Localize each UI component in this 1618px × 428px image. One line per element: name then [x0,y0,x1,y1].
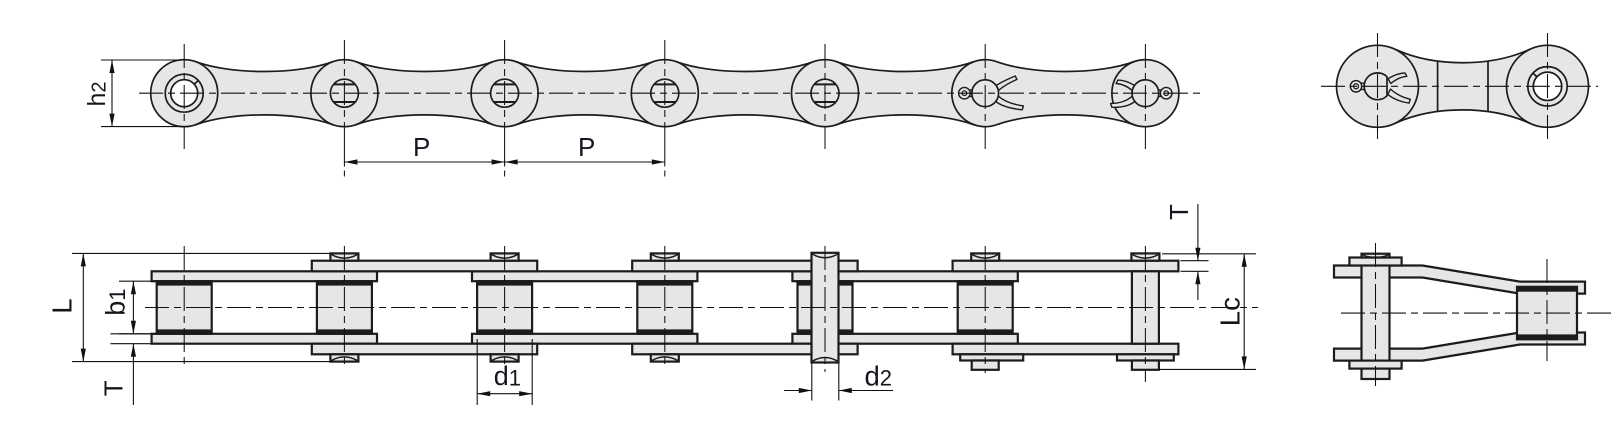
svg-text:b1: b1 [101,289,131,316]
svg-text:T: T [98,380,128,396]
svg-text:T: T [1164,204,1194,220]
svg-text:L: L [46,299,77,314]
svg-text:Lc: Lc [1215,297,1246,326]
svg-text:h2: h2 [83,81,111,106]
svg-text:P: P [413,132,430,162]
svg-text:d2: d2 [865,360,893,391]
svg-text:P: P [578,132,595,162]
svg-text:d1: d1 [494,361,521,391]
